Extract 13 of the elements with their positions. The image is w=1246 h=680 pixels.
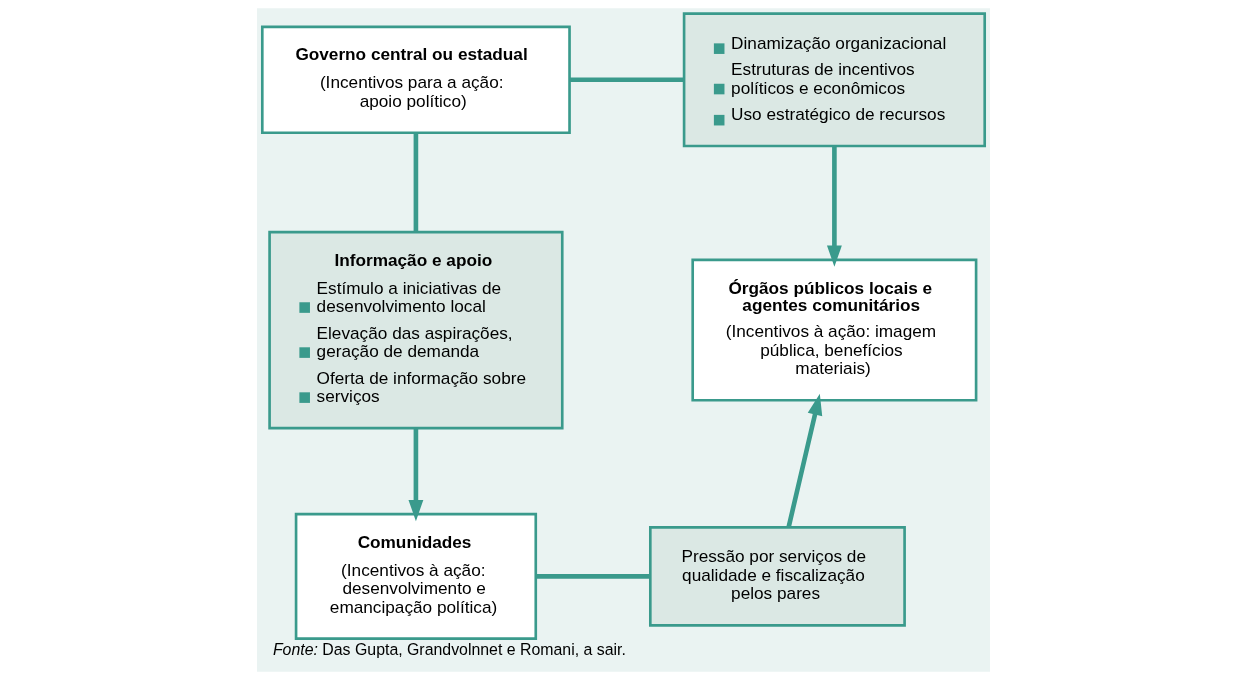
arrow (407, 428, 423, 522)
node-box: Órgãos públicos locais e agentes comunitários (Incentivos à ação: imagem pública, benefícios materiais) (690, 258, 977, 402)
arrow (785, 393, 822, 528)
node-box: Pressão por serviços de qualidade e fiscalização pelos pares (648, 526, 906, 627)
connector (569, 77, 684, 83)
connector (535, 574, 650, 579)
node-box: Informação e apoio Estímulo a iniciativas de desenvolvimento local Elevação das aspirações, geração de demanda Oferta de informação sobre serviços (267, 230, 564, 430)
caption: Fonte: Das Gupta, Grandvolnnet e Romani, a sair. (272, 641, 626, 659)
connector (413, 133, 418, 232)
node-box: Governo central ou estadual (Incentivos para a ação: apoio político) (260, 25, 571, 135)
node-box: Dinamização organizacional Estruturas de incentivos políticos e econômicos Uso estratégico de recursos (682, 12, 986, 148)
arrow (826, 146, 842, 267)
node-box: Comunidades (Incentivos à ação: desenvolvimento e emancipação política) (294, 512, 537, 640)
